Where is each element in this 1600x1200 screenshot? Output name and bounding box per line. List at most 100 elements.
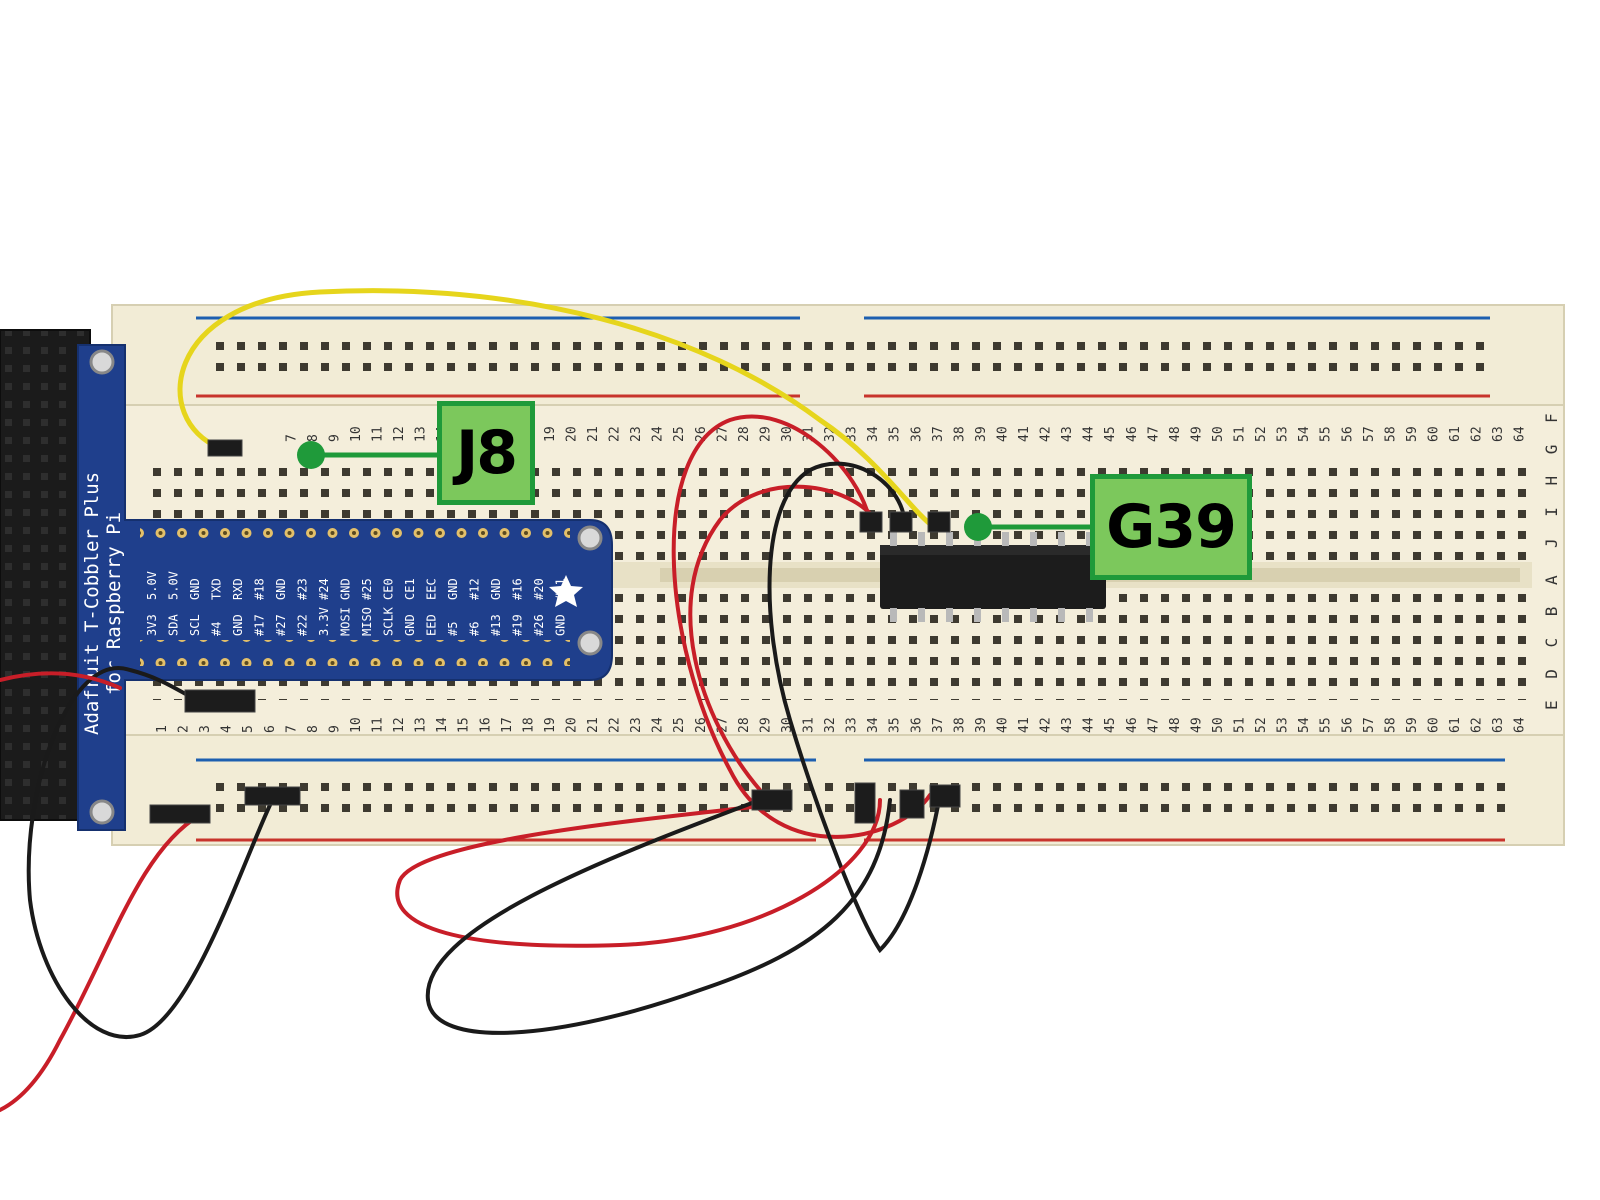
column-number-top: 40 xyxy=(995,426,1010,442)
column-number-top: 20 xyxy=(564,426,579,442)
column-number-top: 10 xyxy=(349,426,364,442)
column-number-bottom: 7 xyxy=(284,725,299,733)
cobbler-pin-label: CE0 xyxy=(382,578,396,600)
column-number-bottom: 53 xyxy=(1276,717,1291,733)
column-number-top: 12 xyxy=(392,426,407,442)
callout-j8-label: J8 xyxy=(437,401,535,505)
column-number-bottom: 10 xyxy=(349,717,364,733)
column-number-bottom: 64 xyxy=(1513,717,1528,733)
column-number-top: 11 xyxy=(371,426,386,442)
cobbler-title-line2: for Raspberry Pi xyxy=(103,512,125,695)
cobbler-pin-label: GND xyxy=(339,578,353,600)
column-number-top: 41 xyxy=(1017,426,1032,442)
cobbler-pin-label: GND xyxy=(403,614,417,636)
column-number-top: 46 xyxy=(1125,426,1140,442)
column-number-top: 25 xyxy=(672,426,687,442)
column-number-bottom: 13 xyxy=(414,717,429,733)
column-number-top: 49 xyxy=(1189,426,1204,442)
column-number-top: 62 xyxy=(1470,426,1485,442)
column-number-bottom: 58 xyxy=(1383,717,1398,733)
cobbler-pin-label: GND xyxy=(554,614,568,636)
cobbler-pin-label: EEC xyxy=(425,578,439,600)
column-number-bottom: 4 xyxy=(220,725,235,733)
column-number-bottom: 46 xyxy=(1125,717,1140,733)
column-number-bottom: 8 xyxy=(306,725,321,733)
column-number-bottom: 26 xyxy=(694,717,709,733)
column-number-top: 61 xyxy=(1448,426,1463,442)
bottom-power-rail xyxy=(111,734,1565,846)
cobbler-pin-label: RXD xyxy=(231,578,245,600)
callout-j8-marker xyxy=(297,441,437,469)
cobbler-pin-label: CE1 xyxy=(403,578,417,600)
column-number-bottom: 60 xyxy=(1426,717,1441,733)
column-number-bottom: 42 xyxy=(1039,717,1054,733)
column-number-bottom: 16 xyxy=(478,717,493,733)
row-letters-bottom: E D C B A xyxy=(1542,569,1561,710)
cobbler-pin-label: MISO xyxy=(360,607,374,636)
column-number-bottom: 15 xyxy=(457,717,472,733)
column-number-bottom: 43 xyxy=(1060,717,1075,733)
column-number-bottom: 49 xyxy=(1189,717,1204,733)
column-number-bottom: 19 xyxy=(543,717,558,733)
cobbler-pin-label: #16 xyxy=(511,578,525,600)
column-number-bottom: 63 xyxy=(1491,717,1506,733)
column-number-bottom: 59 xyxy=(1405,717,1420,733)
column-number-top: 48 xyxy=(1168,426,1183,442)
column-number-bottom: 1 xyxy=(155,725,170,733)
column-number-bottom: 45 xyxy=(1103,717,1118,733)
column-number-top: 23 xyxy=(629,426,644,442)
cobbler-pin-label: SCLK xyxy=(382,606,396,636)
column-number-bottom: 50 xyxy=(1211,717,1226,733)
cobbler-pin-label: #6 xyxy=(468,622,482,636)
ic-chip xyxy=(880,532,1106,622)
cobbler-pin-label: #17 xyxy=(253,614,267,636)
column-number-top: 42 xyxy=(1039,426,1054,442)
cobbler-pin-label: #19 xyxy=(511,614,525,636)
column-number-bottom: 62 xyxy=(1470,717,1485,733)
column-number-bottom: 44 xyxy=(1082,717,1097,733)
column-number-top: 45 xyxy=(1103,426,1118,442)
cobbler-pin-label: #5 xyxy=(446,622,460,636)
cobbler-pin-label: #22 xyxy=(296,614,310,636)
column-number-bottom: 11 xyxy=(371,717,386,733)
cobbler-pin-label: GND xyxy=(188,578,202,600)
callout-g39-text: G39 xyxy=(1106,492,1237,562)
column-number-top: 55 xyxy=(1319,426,1334,442)
column-number-bottom: 24 xyxy=(651,717,666,733)
column-number-top: 21 xyxy=(586,426,601,442)
cobbler-pin-label: #18 xyxy=(253,578,267,600)
column-number-bottom: 32 xyxy=(823,717,838,733)
column-number-top: 53 xyxy=(1276,426,1291,442)
column-number-bottom: 55 xyxy=(1319,717,1334,733)
cobbler-pin-label: 3V3 xyxy=(145,614,159,636)
column-number-top: 35 xyxy=(888,426,903,442)
column-number-top: 8 xyxy=(306,434,321,442)
wire-connectors xyxy=(149,439,961,824)
column-number-top: 52 xyxy=(1254,426,1269,442)
column-number-bottom: 3 xyxy=(198,725,213,733)
column-number-bottom: 6 xyxy=(263,725,278,733)
column-number-bottom: 40 xyxy=(995,717,1010,733)
column-number-top: 34 xyxy=(866,426,881,442)
column-number-top: 30 xyxy=(780,426,795,442)
column-number-top: 57 xyxy=(1362,426,1377,442)
cobbler-pin-label: GND xyxy=(274,578,288,600)
cobbler-pin-label: #23 xyxy=(296,578,310,600)
column-number-bottom: 28 xyxy=(737,717,752,733)
cobbler-pin-label: EED xyxy=(425,614,439,636)
column-number-top: 24 xyxy=(651,426,666,442)
column-number-top: 19 xyxy=(543,426,558,442)
column-number-top: 36 xyxy=(909,426,924,442)
column-number-bottom: 25 xyxy=(672,717,687,733)
column-number-top: 37 xyxy=(931,426,946,442)
column-number-bottom: 33 xyxy=(845,717,860,733)
column-number-top: 43 xyxy=(1060,426,1075,442)
column-number-top: 63 xyxy=(1491,426,1506,442)
column-number-bottom: 36 xyxy=(909,717,924,733)
column-number-bottom: 35 xyxy=(888,717,903,733)
row-letters-top: J I H G F xyxy=(1542,407,1561,548)
column-number-bottom: 29 xyxy=(758,717,773,733)
